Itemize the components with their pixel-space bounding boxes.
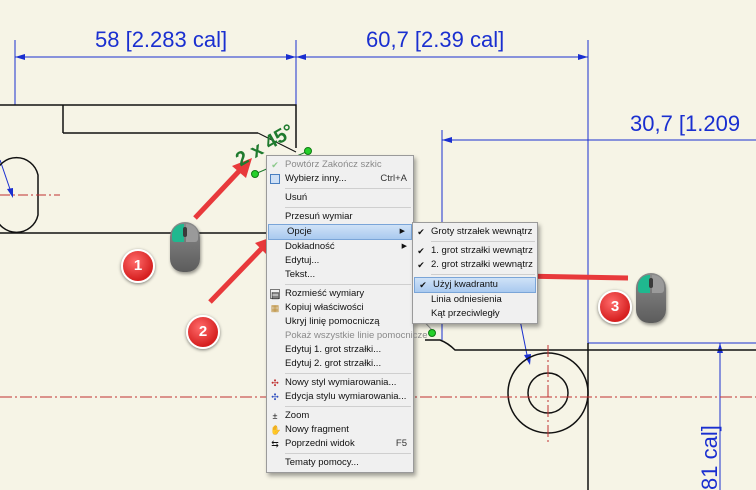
menu-item-select-other[interactable]: Wybierz inny...Ctrl+A — [267, 172, 413, 186]
submenu-item-leader[interactable]: Linia odniesienia — [431, 294, 502, 305]
part-outline — [425, 339, 756, 351]
menu-separator — [431, 241, 535, 242]
menu-item-zoom[interactable]: ±Zoom — [267, 409, 413, 423]
menu-separator — [285, 188, 411, 189]
callout-arrow-2 — [208, 243, 267, 304]
menu-item-move-dimension[interactable]: Przesuń wymiar — [285, 211, 353, 222]
menu-item-show-extensions: Pokaż wszystkie linie pomocnicze — [285, 330, 428, 341]
submenu-arrow-icon: ▶ — [399, 228, 405, 235]
slot-outline — [0, 156, 39, 234]
arrowhead — [442, 137, 452, 143]
menu-item-repeat: ✔Powtórz Zakończ szkic — [271, 159, 382, 170]
grip-point — [304, 147, 312, 155]
check-icon: ✔ — [417, 260, 425, 270]
arrange-icon: ▤ — [270, 289, 280, 300]
submenu-arrow-icon: ▶ — [401, 243, 407, 250]
select-other-icon — [270, 174, 280, 184]
menu-item-edit-style[interactable]: ✣Edycja stylu wymiarowania... — [271, 391, 407, 402]
arrowhead — [286, 54, 296, 60]
submenu-item-arrows-inside[interactable]: ✔Groty strzałek wewnątrz — [417, 226, 533, 237]
menu-item-edit-arrow-2[interactable]: Edytuj 2. grot strzałki... — [285, 358, 382, 369]
menu-item-hide-extension[interactable]: Ukryj linię pomocniczą — [285, 316, 380, 327]
copy-properties-icon: ▦ — [270, 303, 280, 313]
arrowhead — [524, 354, 531, 365]
pan-icon: ✋ — [270, 425, 282, 435]
callout-arrow-3 — [519, 273, 629, 281]
menu-separator — [285, 406, 411, 407]
menu-item-arrange-dimensions[interactable]: ▤Rozmieść wymiary — [270, 288, 365, 300]
submenu-item-use-quadrant[interactable]: ✔Użyj kwadrantu — [414, 277, 536, 293]
menu-item-new-style[interactable]: ✣Nowy styl wymiarowania... — [271, 377, 397, 388]
check-icon: ✔ — [417, 246, 425, 256]
dimension-text-4[interactable]: 81 cal] — [697, 425, 722, 490]
mouse-left-click-icon — [636, 273, 666, 323]
callout-badge-3: 3 — [598, 290, 632, 324]
dimension-text-1[interactable]: 58 [2.283 cal] — [95, 27, 228, 52]
mouse-left-click-icon — [170, 222, 200, 272]
style-icon: ✣ — [271, 378, 279, 388]
callout-badge-2: 2 — [186, 315, 220, 349]
style-icon: ✣ — [271, 392, 279, 402]
submenu-item-arrow-2-inside[interactable]: ✔2. grot strzałki wewnątrz — [417, 259, 533, 270]
arrowhead — [15, 54, 25, 60]
dimension-text-3[interactable]: 30,7 [1.209 — [630, 111, 741, 136]
part-outline — [0, 104, 297, 148]
check-icon: ✔ — [419, 280, 427, 290]
callout-arrow-1 — [193, 166, 244, 220]
menu-separator — [285, 373, 411, 374]
options-submenu: ✔Groty strzałek wewnątrz ✔1. grot strzał… — [412, 222, 538, 324]
menu-item-help-topics[interactable]: Tematy pomocy... — [285, 457, 359, 468]
submenu-item-opposite-angle[interactable]: Kąt przeciwległy — [431, 308, 500, 319]
menu-separator — [431, 274, 535, 275]
arrowhead — [578, 54, 588, 60]
menu-item-edit[interactable]: Edytuj... — [285, 255, 320, 266]
dimension-text-2[interactable]: 60,7 [2.39 cal] — [366, 27, 505, 52]
menu-separator — [285, 284, 411, 285]
menu-separator — [285, 453, 411, 454]
grip-point — [428, 329, 436, 337]
arrowhead — [717, 343, 723, 353]
callout-badge-1: 1 — [121, 249, 155, 283]
submenu-item-arrow-1-inside[interactable]: ✔1. grot strzałki wewnątrz — [417, 245, 533, 256]
menu-item-copy-properties[interactable]: ▦Kopiuj właściwości — [270, 302, 364, 313]
menu-item-precision[interactable]: Dokładność▶ — [285, 241, 407, 252]
menu-item-delete[interactable]: Usuń — [285, 192, 308, 203]
callout-arrowhead-1 — [232, 158, 252, 178]
zoom-icon: ± — [272, 411, 278, 421]
menu-item-text[interactable]: Tekst... — [285, 269, 316, 280]
check-icon: ✔ — [417, 227, 425, 237]
grip-point — [251, 170, 259, 178]
menu-item-options[interactable]: Opcje▶ — [268, 224, 412, 240]
chamfer-edge — [257, 132, 297, 153]
menu-item-edit-arrow-1[interactable]: Edytuj 1. grot strzałki... — [285, 344, 382, 355]
context-menu: ✔Powtórz Zakończ szkic Wybierz inny...Ct… — [266, 155, 428, 473]
menu-item-pan[interactable]: ✋Nowy fragment — [270, 424, 349, 435]
arrowhead — [296, 54, 306, 60]
menu-separator — [285, 207, 411, 208]
check-icon: ✔ — [271, 160, 279, 170]
previous-view-icon: ⇆ — [271, 439, 279, 449]
arrowhead — [7, 188, 13, 198]
